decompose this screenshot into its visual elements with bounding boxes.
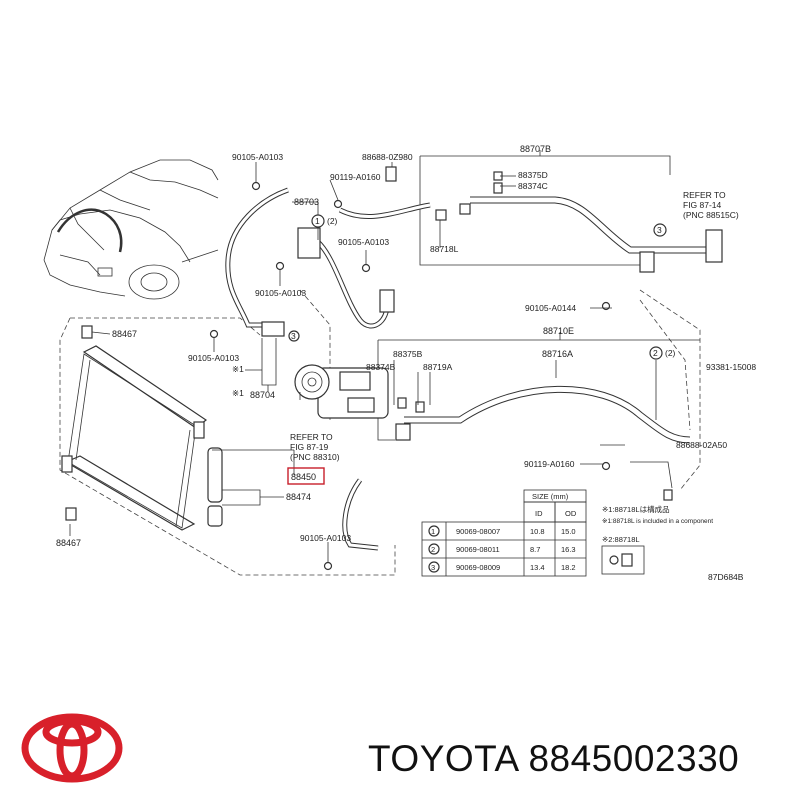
label-90105-a0144: 90105-A0144 xyxy=(525,303,576,313)
label-90105-a0103-left: 90105-A0103 xyxy=(255,288,306,298)
leader-lines xyxy=(69,162,657,562)
ac-hoses xyxy=(225,187,431,551)
size-table: SIZE (mm) ID OD 1 90069-08007 10.8 15.0 … xyxy=(421,489,587,577)
label-2-top: (2) xyxy=(327,216,338,226)
size-table-row-2-part: 90069-08011 xyxy=(456,545,500,554)
condenser xyxy=(61,325,223,531)
part-number: 8845002330 xyxy=(528,738,740,779)
label-88474: 88474 xyxy=(286,492,311,502)
label-88707b: 88707B xyxy=(520,144,551,154)
size-table-row-3-part: 90069-08009 xyxy=(456,563,500,572)
size-table-row-3-od: 18.2 xyxy=(561,563,576,572)
label-refer-to-1: REFER TO xyxy=(683,190,726,200)
car-illustration xyxy=(43,159,219,300)
size-table-row-1-no: 1 xyxy=(431,527,435,536)
label-refer-to-2: REFER TO xyxy=(290,432,333,442)
label-88688-02a50: 88688-02A50 xyxy=(676,440,727,450)
label-90105-a0103-bottom: 90105-A0103 xyxy=(300,533,351,543)
label-refer-to-2c: (PNC 88310) xyxy=(290,452,340,462)
size-table-row-3-no: 3 xyxy=(431,563,435,572)
label-88688-0z980: 88688-0Z980 xyxy=(362,152,413,162)
label-88450: 88450 xyxy=(291,472,316,482)
callout-1-top: 1 xyxy=(315,216,320,226)
label-2-right: (2) xyxy=(665,348,676,358)
size-table-row-1-id: 10.8 xyxy=(530,527,545,536)
label-88704: 88704 xyxy=(250,390,275,400)
label-88718l-top: 88718L xyxy=(430,244,459,254)
compressor-88450 xyxy=(294,364,389,419)
label-88719a: 88719A xyxy=(423,362,453,372)
size-table-col-od: OD xyxy=(565,509,577,518)
notes: ※1:88718Lは構成品 ※1:88718L is included in a… xyxy=(601,504,713,575)
label-88710e: 88710E xyxy=(543,326,574,336)
box-88707b xyxy=(419,150,723,273)
size-table-row-3-id: 13.4 xyxy=(530,563,545,572)
label-90105-a0103-low: 90105-A0103 xyxy=(188,353,239,363)
label-refer-to-2b: FIG 87-19 xyxy=(290,442,329,452)
callout-3-top: 3 xyxy=(657,225,662,235)
box-88710e xyxy=(377,332,700,501)
callout-3-mid: 3 xyxy=(291,331,296,341)
note-2: ※1:88718L is included in a component xyxy=(602,518,713,525)
part-labels: 90105-A0103 88688-0Z980 90119-A0160 8870… xyxy=(56,144,756,582)
size-table-row-2-no: 2 xyxy=(431,545,435,554)
size-table-row-1-od: 15.0 xyxy=(561,527,576,536)
label-90119-a0160-low: 90119-A0160 xyxy=(524,459,575,469)
bolts: 1 3 2 3 xyxy=(209,166,667,571)
label-88374b: 88374B xyxy=(366,362,396,372)
toyota-logo-icon xyxy=(21,713,123,783)
label-diagram-code: 87D684B xyxy=(708,572,744,582)
label-88467-bottom: 88467 xyxy=(56,538,81,548)
label-88374c: 88374C xyxy=(518,181,548,191)
label-88467-top: 88467 xyxy=(112,329,137,339)
label-93381-15008: 93381-15008 xyxy=(706,362,756,372)
size-table-row-1-part: 90069-08007 xyxy=(456,527,500,536)
label-star1-left: ※1 xyxy=(232,364,244,374)
callout-2-right: 2 xyxy=(653,348,658,358)
label-88716a: 88716A xyxy=(542,349,573,359)
highlight-box-88450 xyxy=(287,467,325,485)
label-90119-a0160-top: 90119-A0160 xyxy=(330,172,381,182)
size-table-header: SIZE (mm) xyxy=(532,492,569,501)
label-90105-a0103-mid: 90105-A0103 xyxy=(338,237,389,247)
label-refer-to-1b: FIG 87-14 xyxy=(683,200,722,210)
size-table-row-2-od: 16.3 xyxy=(561,545,576,554)
label-88703: 88703 xyxy=(294,197,319,207)
assembly-boundary xyxy=(59,289,701,576)
label-88375d: 88375D xyxy=(518,170,548,180)
label-star1-left-b: ※1 xyxy=(232,388,244,398)
label-88375b: 88375B xyxy=(393,349,423,359)
brand-part-number: TOYOTA 8845002330 xyxy=(368,738,739,780)
label-90105-a0103-top: 90105-A0103 xyxy=(232,152,283,162)
note-3: ※2:88718L xyxy=(602,535,640,544)
label-refer-to-1c: (PNC 88515C) xyxy=(683,210,739,220)
size-table-row-2-id: 8.7 xyxy=(530,545,540,554)
brand-name: TOYOTA xyxy=(368,738,518,779)
note-1: ※1:88718Lは構成品 xyxy=(602,504,670,514)
size-table-col-id: ID xyxy=(535,509,543,518)
